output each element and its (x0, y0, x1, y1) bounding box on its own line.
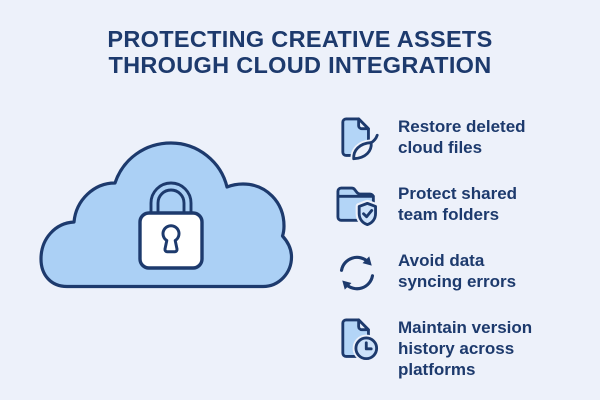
feature-label: Protect shared team folders (398, 184, 518, 224)
feature-label: Avoid data syncing errors (398, 251, 517, 291)
page-title: PROTECTING CREATIVE ASSETS THROUGH CLOUD… (107, 26, 493, 78)
file-clock-icon (330, 315, 384, 363)
padlock-icon (138, 181, 204, 270)
feature-label: Restore deleted cloud files (398, 117, 526, 157)
list-item: Restore deleted cloud files (330, 114, 532, 162)
feature-label: Maintain version history across platform… (398, 318, 533, 379)
folder-shield-icon (330, 181, 384, 229)
list-item: Avoid data syncing errors (330, 248, 532, 296)
file-restore-icon (330, 114, 384, 162)
list-item: Protect shared team folders (330, 181, 532, 229)
cloud-lock-illustration (37, 139, 299, 291)
list-item: Maintain version history across platform… (330, 315, 532, 380)
keyhole (161, 224, 181, 254)
feature-list: Restore deleted cloud files Protect shar… (330, 114, 532, 380)
cloud-icon (39, 141, 294, 289)
padlock-shackle (149, 181, 193, 219)
sync-arrows-icon (330, 248, 384, 296)
